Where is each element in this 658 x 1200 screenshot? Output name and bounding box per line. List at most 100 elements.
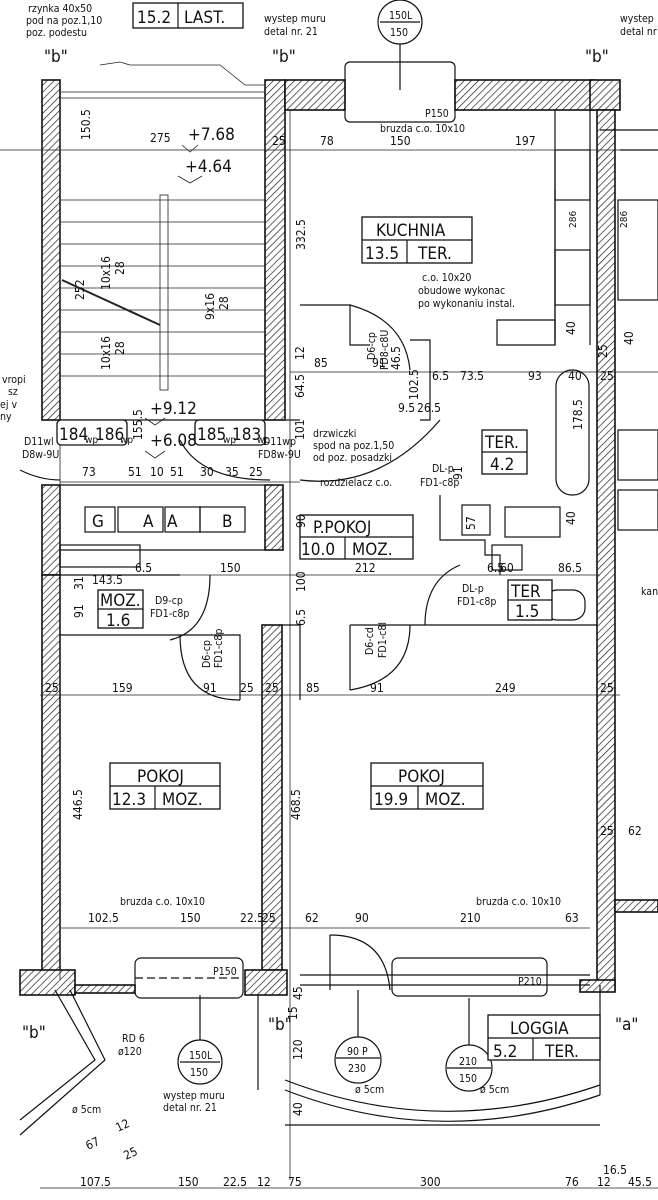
section-mark: "b" bbox=[22, 1023, 46, 1043]
window-width: 150L bbox=[389, 10, 413, 22]
note: ny bbox=[0, 411, 12, 423]
section-mark: "b" bbox=[44, 47, 68, 67]
dimension-label: 91 bbox=[451, 466, 465, 480]
door-width: 90 P bbox=[347, 1046, 368, 1058]
door-height: 230 bbox=[348, 1063, 366, 1075]
dimension-label: 300 bbox=[420, 1175, 441, 1189]
elevation-marks: +7.68 +4.64 +9.12 +6.08 bbox=[144, 125, 235, 459]
dimension-label: 252 bbox=[73, 279, 87, 300]
note: kan bbox=[641, 586, 658, 598]
dimension-label: 6.5 bbox=[487, 561, 504, 575]
section-marks: "b" "b" "b" "b" "b" "a" bbox=[22, 47, 638, 1043]
dimension-label: 197 bbox=[515, 134, 536, 148]
dimension-label: 25 bbox=[249, 465, 263, 479]
annotations: rzynka 40x50 pod na poz.1,10 poz. podest… bbox=[0, 3, 658, 1116]
room-label-wc: TER 1.5 bbox=[507, 579, 553, 622]
door-code: DL-p bbox=[432, 463, 454, 475]
fixture-label: B bbox=[222, 512, 233, 532]
note: sz bbox=[8, 386, 18, 398]
note: ø 5cm bbox=[355, 1084, 384, 1096]
apartment-suffix: wp bbox=[120, 435, 133, 446]
stair-left-wall bbox=[41, 79, 61, 421]
dimension-label: 143.5 bbox=[92, 573, 123, 587]
apartment-suffix: wp bbox=[85, 435, 98, 446]
fixtures: G A A B 286 286 bbox=[92, 211, 630, 532]
window-height: 150 bbox=[190, 1067, 208, 1079]
dimension-label: 51 bbox=[128, 465, 142, 479]
dimension-label: 75 bbox=[288, 1175, 302, 1189]
dimension-label: 57 bbox=[464, 516, 478, 530]
note: wystep muru bbox=[163, 1090, 225, 1102]
section-mark: "b" bbox=[272, 47, 296, 67]
apartment-suffix: wp bbox=[223, 435, 236, 446]
apartment-number: 185 bbox=[197, 425, 226, 445]
dimension-label: 150 bbox=[390, 134, 411, 148]
dimension-label: 120 bbox=[291, 1039, 305, 1060]
note: spod na poz.1,50 bbox=[313, 440, 394, 452]
dimension-label: 90 bbox=[355, 911, 369, 925]
room-name: LOGGIA bbox=[510, 1019, 569, 1039]
elevation: +9.12 bbox=[150, 399, 197, 419]
door-labels: D11wl D8w-9U D11wp FD8w-9U D6-cp FD8-c8U… bbox=[22, 330, 496, 668]
dimension-label: 25 bbox=[600, 369, 614, 383]
section-mark: "b" bbox=[585, 47, 609, 67]
section-mark: "b" bbox=[268, 1015, 292, 1035]
stair-right-wall-low bbox=[264, 484, 284, 551]
dimension-label: 10 bbox=[150, 465, 164, 479]
room-name: MOZ. bbox=[100, 591, 141, 611]
neighbour-wall bbox=[614, 899, 658, 913]
room-area: 1.6 bbox=[106, 611, 130, 631]
dimension-label: 31 bbox=[72, 576, 86, 590]
room-name: POKOJ bbox=[398, 767, 445, 787]
note: obudowe wykonac bbox=[418, 285, 505, 297]
dimension-label: 45 bbox=[291, 986, 305, 1000]
bottom-wall-right bbox=[579, 979, 616, 993]
room-type: MOZ. bbox=[425, 790, 466, 810]
dimension-label: 25 bbox=[45, 681, 59, 695]
dimension-label: 25 bbox=[262, 911, 276, 925]
dimension-label: 101 bbox=[293, 419, 307, 440]
door-frame: FD1-c8p bbox=[420, 477, 459, 489]
dimension-label: 86.5 bbox=[558, 561, 582, 575]
note: c.o. 10x20 bbox=[422, 272, 471, 284]
room-label-staircase: 15.2 LAST. bbox=[132, 2, 244, 29]
door-frame: FD1-c8p bbox=[457, 596, 496, 608]
note: drzwiczki bbox=[313, 428, 356, 440]
dimension-label: 78 bbox=[320, 134, 334, 148]
dimension-label: 6.5 bbox=[135, 561, 152, 575]
dimension-label: 107.5 bbox=[80, 1175, 111, 1189]
dimension-label: 76 bbox=[565, 1175, 579, 1189]
dimension-label: 91 bbox=[72, 604, 86, 618]
apartment-number-right: 185 wp 183 wp bbox=[194, 419, 270, 446]
room-label-room-large: POKOJ 19.9 MOZ. bbox=[370, 762, 484, 810]
dimension-label: 332.5 bbox=[294, 219, 308, 250]
note: detal nr. 21 bbox=[163, 1102, 217, 1114]
dimension-label: 25 bbox=[121, 1144, 139, 1162]
room-area: 15.2 bbox=[137, 8, 171, 28]
room-name: TER bbox=[510, 582, 541, 602]
door-code: DL-p bbox=[462, 583, 484, 595]
dimension-label: 12 bbox=[113, 1116, 131, 1134]
dimension-label: 100 bbox=[294, 571, 308, 592]
dimension-label: 468.5 bbox=[289, 789, 303, 820]
dimension-label: 10x16 bbox=[99, 336, 113, 370]
dimension-label: 91 bbox=[372, 356, 386, 370]
apartment-number: 183 bbox=[232, 425, 261, 445]
window-label: P150 bbox=[213, 966, 237, 978]
dimension-label: 85 bbox=[314, 356, 328, 370]
dimension-label: 40 bbox=[564, 511, 578, 525]
door-frame: FD1-c8p bbox=[213, 629, 225, 668]
dimension-label: 25 bbox=[240, 681, 254, 695]
room-type: MOZ. bbox=[352, 540, 393, 560]
note: bruzda c.o. 10x10 bbox=[120, 896, 205, 908]
room-name: P.POKOJ bbox=[313, 518, 371, 538]
dimension-label: 150 bbox=[178, 1175, 199, 1189]
elevation: +4.64 bbox=[185, 157, 232, 177]
dimension-label: 40 bbox=[568, 369, 582, 383]
room-label-hall: P.POKOJ 10.0 MOZ. bbox=[299, 514, 414, 560]
walls bbox=[19, 79, 658, 996]
room-type: MOZ. bbox=[162, 790, 203, 810]
note: poz. podestu bbox=[26, 27, 87, 39]
dimension-label: 85 bbox=[306, 681, 320, 695]
